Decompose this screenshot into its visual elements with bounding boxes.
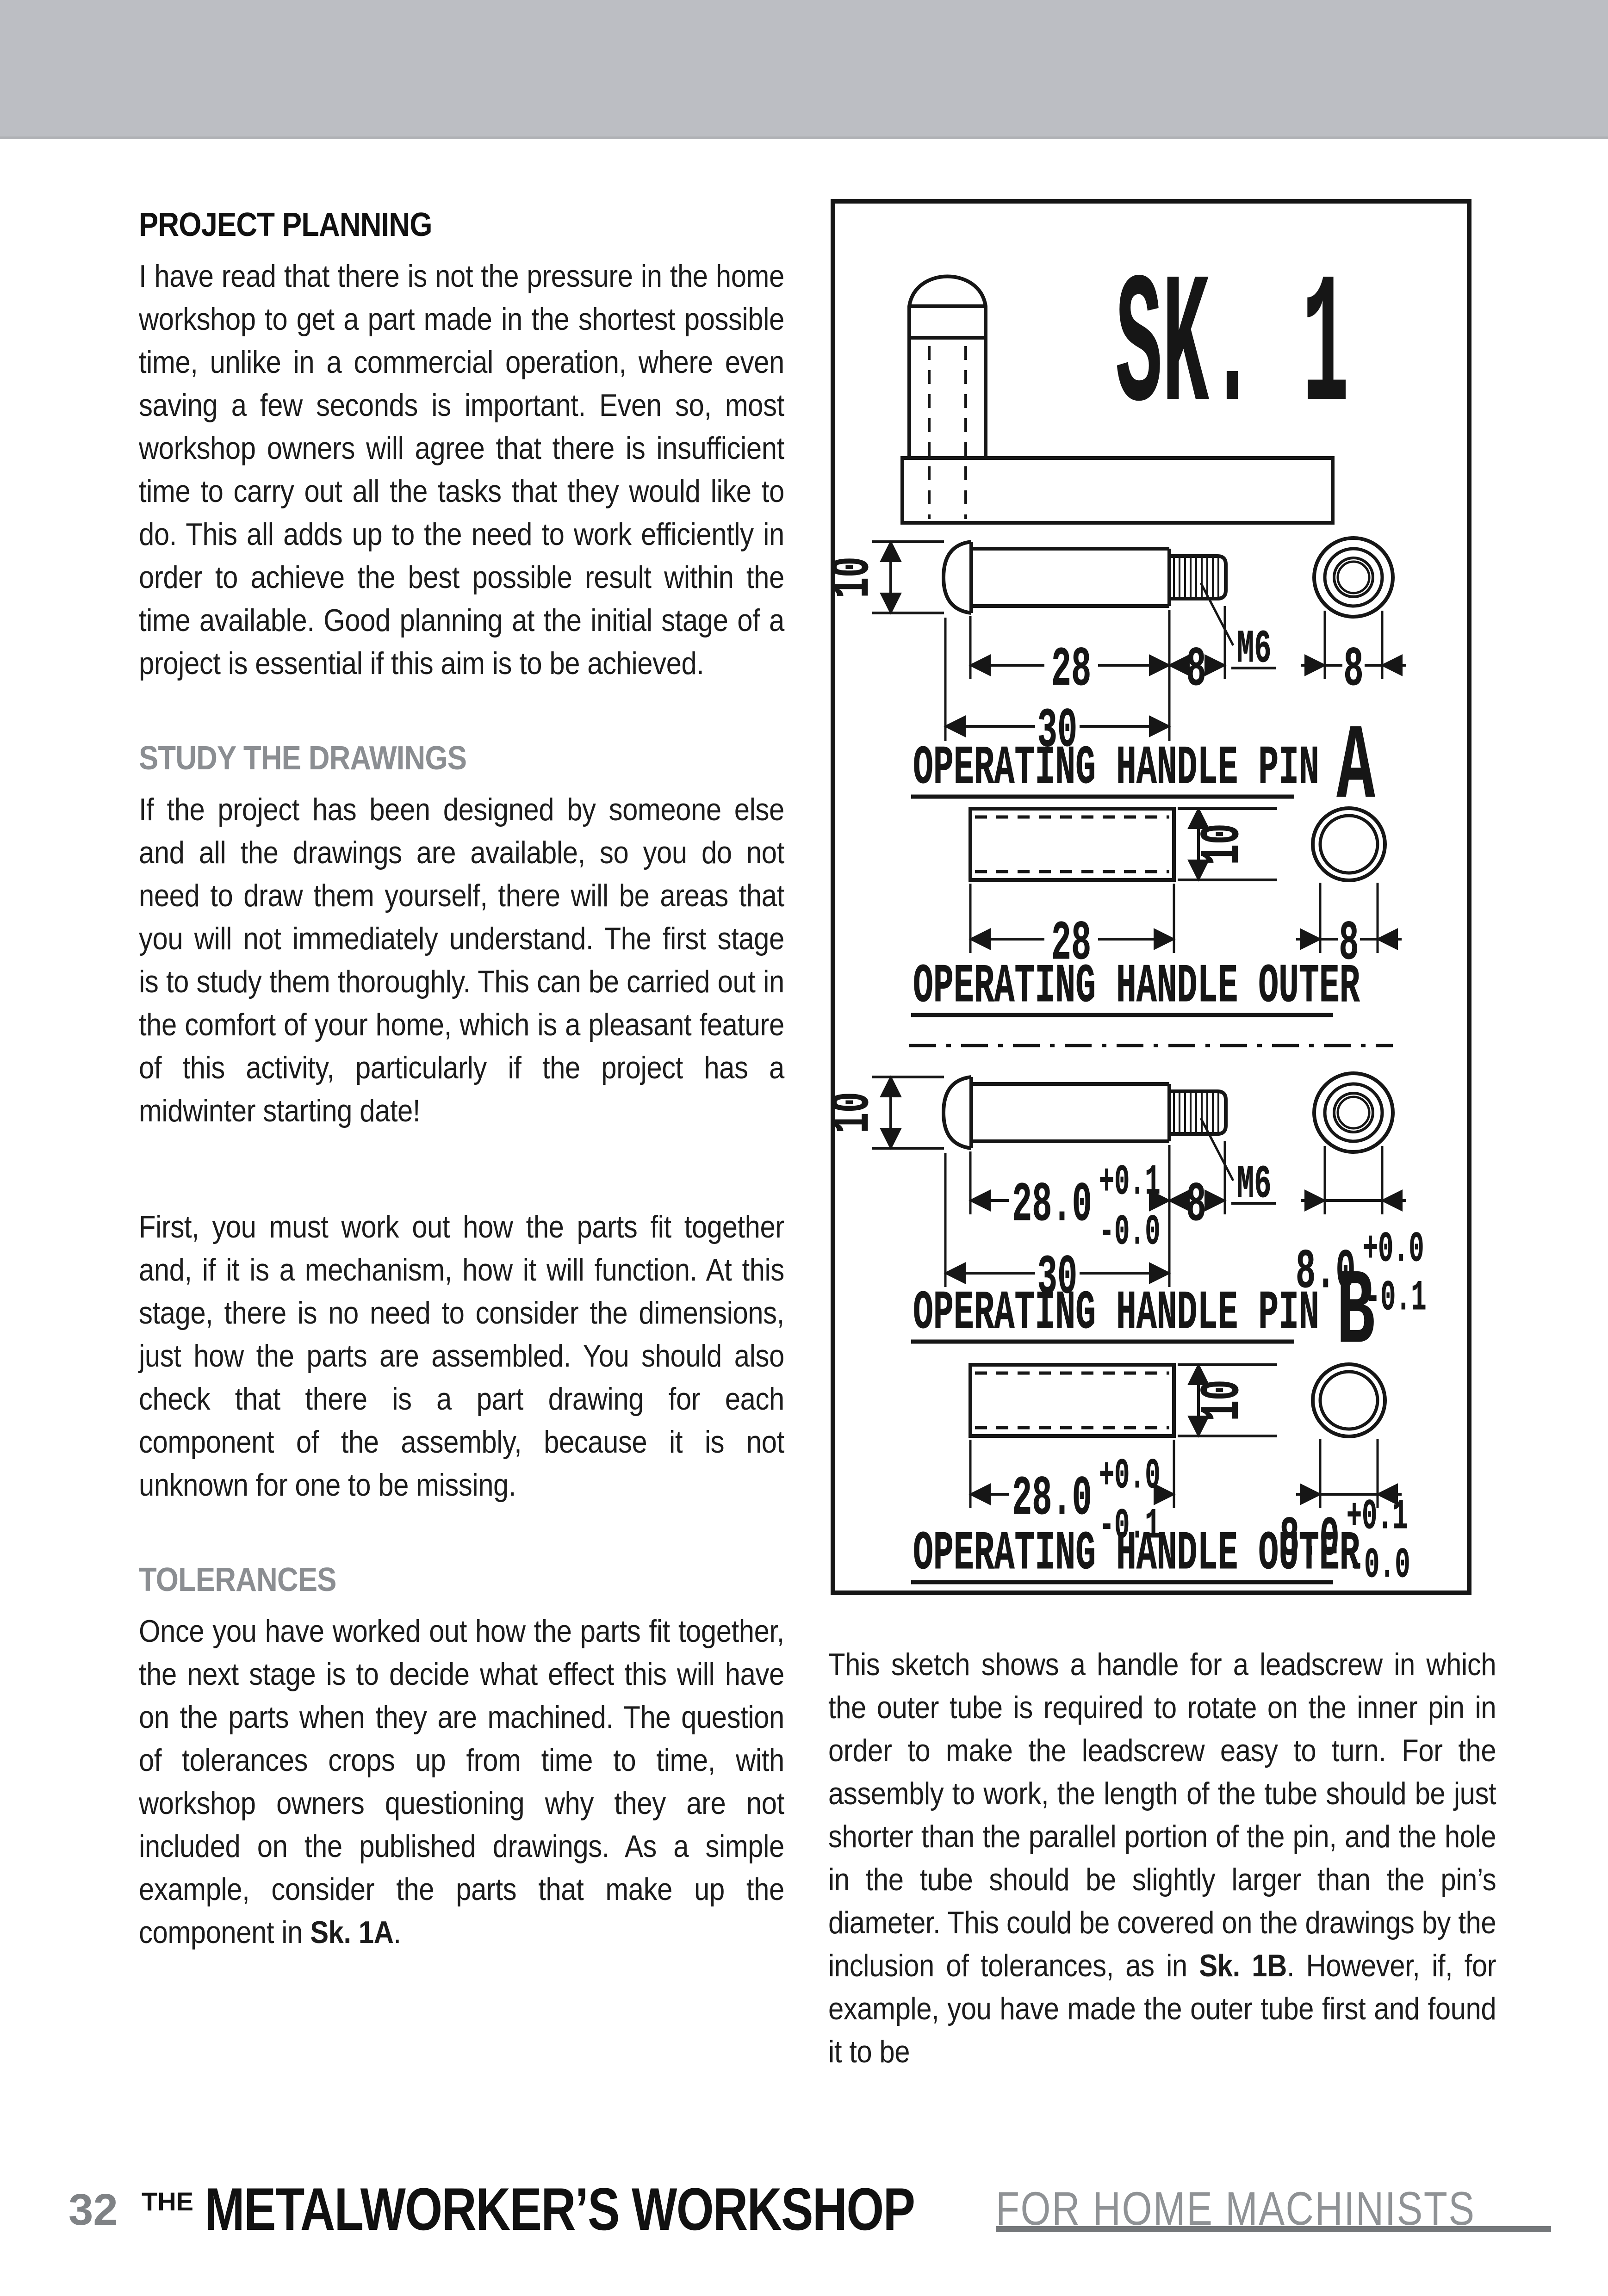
thread-hatching [1173, 556, 1219, 599]
assembled-handle-drawing [900, 274, 1335, 525]
paragraph-project-planning: I have read that there is not the pressu… [139, 259, 784, 681]
right-column: This sketch shows a handle for a leadscr… [828, 1643, 1496, 2073]
dim-28-outer-b-upper-tol: +0.0 [1099, 1452, 1160, 1500]
dim-8-outer-a: 8 [1339, 913, 1359, 976]
dim-28-pin-a: 28 [1051, 639, 1091, 702]
paragraph-sketch-description: This sketch shows a handle for a leadscr… [828, 1643, 1496, 2073]
sk1-technical-drawing: SK. 1 [821, 199, 1471, 1595]
dim-8-outer-b: 8.0 [1279, 1509, 1340, 1572]
outer-a-drawing: 10 28 [911, 806, 1402, 1018]
outer-b-label: OPERATING HANDLE OUTER [913, 1523, 1360, 1585]
pin-b-drawing: 10 M6 28.0 +0.1 - [821, 1071, 1427, 1374]
pin-a-label: OPERATING HANDLE PIN [913, 738, 1319, 799]
pin-b-label: OPERATING HANDLE PIN [913, 1283, 1319, 1344]
left-column: PROJECT PLANNING I have read that there … [139, 204, 784, 1954]
dim-28-outer-a: 28 [1051, 913, 1091, 976]
dim-8-pin-b-upper-tol: +0.0 [1363, 1225, 1424, 1274]
dim-8-stub-pin-b: 8 [1186, 1174, 1206, 1237]
dim-10-pin-b: 10 [831, 1092, 884, 1133]
dim-10-outer-a: 10 [1192, 823, 1254, 865]
dim-28-outer-b-lower-tol: -0.1 [1099, 1502, 1160, 1550]
dim-30-pin-b: 30 [1037, 1247, 1077, 1310]
variant-b-letter: B [1337, 1253, 1375, 1374]
pin-b-end-view [1312, 1071, 1395, 1154]
section-heading-study-the-drawings: STUDY THE DRAWINGS [139, 740, 467, 777]
dim-8-stub-pin-a: 8 [1186, 639, 1206, 702]
dim-28-outer-b: 28.0 [1012, 1468, 1092, 1531]
page-number: 32 [68, 2185, 118, 2234]
paragraph-study-2: First, you must work out how the parts f… [139, 1209, 784, 1503]
dim-28-pin-b: 28.0 [1012, 1174, 1092, 1237]
tolerances-text-end: . [393, 1915, 401, 1950]
tolerances-text: Once you have worked out how the parts f… [139, 1614, 784, 1950]
sketch-description-text: This sketch shows a handle for a leadscr… [828, 1647, 1496, 1983]
sk-1a-reference: Sk. 1A [310, 1915, 394, 1950]
section-heading-tolerances: TOLERANCES [139, 1561, 336, 1598]
dim-28-pin-b-upper-tol: +0.1 [1099, 1158, 1160, 1207]
dim-28-pin-b-lower-tol: -0.0 [1099, 1208, 1160, 1256]
outer-b-drawing: 10 28.0 +0.0 -0.1 [911, 1362, 1410, 1590]
figure-border [831, 199, 1471, 1595]
thread-hatching [1173, 1091, 1219, 1134]
footer-brand-the: THE [142, 2187, 193, 2216]
dim-8-outer-b-upper-tol: +0.1 [1347, 1493, 1408, 1541]
footer-rule [996, 2226, 1551, 2232]
sketch-title: SK. 1 [1116, 246, 1349, 455]
sk-1b-reference: Sk. 1B [1199, 1948, 1287, 1983]
dim-8-outer-b-lower-tol: -0.0 [1349, 1541, 1410, 1590]
top-banner [0, 0, 1608, 139]
dim-8-pin-b-lower-tol: -0.1 [1365, 1274, 1426, 1322]
section-heading-project-planning: PROJECT PLANNING [139, 206, 433, 243]
dim-10-pin-a: 10 [831, 557, 884, 598]
paragraph-tolerances: Once you have worked out how the parts f… [139, 1610, 784, 1954]
dim-30-pin-a: 30 [1037, 700, 1077, 763]
footer-brand-title: METALWORKER’S WORKSHOP [205, 2175, 915, 2243]
paragraph-study-1: If the project has been designed by some… [139, 792, 784, 1128]
dim-10-outer-b: 10 [1192, 1380, 1254, 1421]
outer-b-end-view [1311, 1362, 1387, 1438]
outer-a-label: OPERATING HANDLE OUTER [913, 956, 1360, 1018]
outer-a-end-view [1311, 806, 1387, 882]
sketch-description-text-end: . However, if, for example, you have mad… [828, 1948, 1496, 2069]
pin-a-drawing: 10 M6 28 [821, 536, 1406, 829]
dim-8-endview-pin-b: 8.0 [1296, 1241, 1356, 1304]
pin-a-end-view [1312, 536, 1395, 619]
sketch-figure: SK. 1 [821, 199, 1471, 1595]
dim-8-endview-pin-a: 8 [1343, 639, 1363, 702]
